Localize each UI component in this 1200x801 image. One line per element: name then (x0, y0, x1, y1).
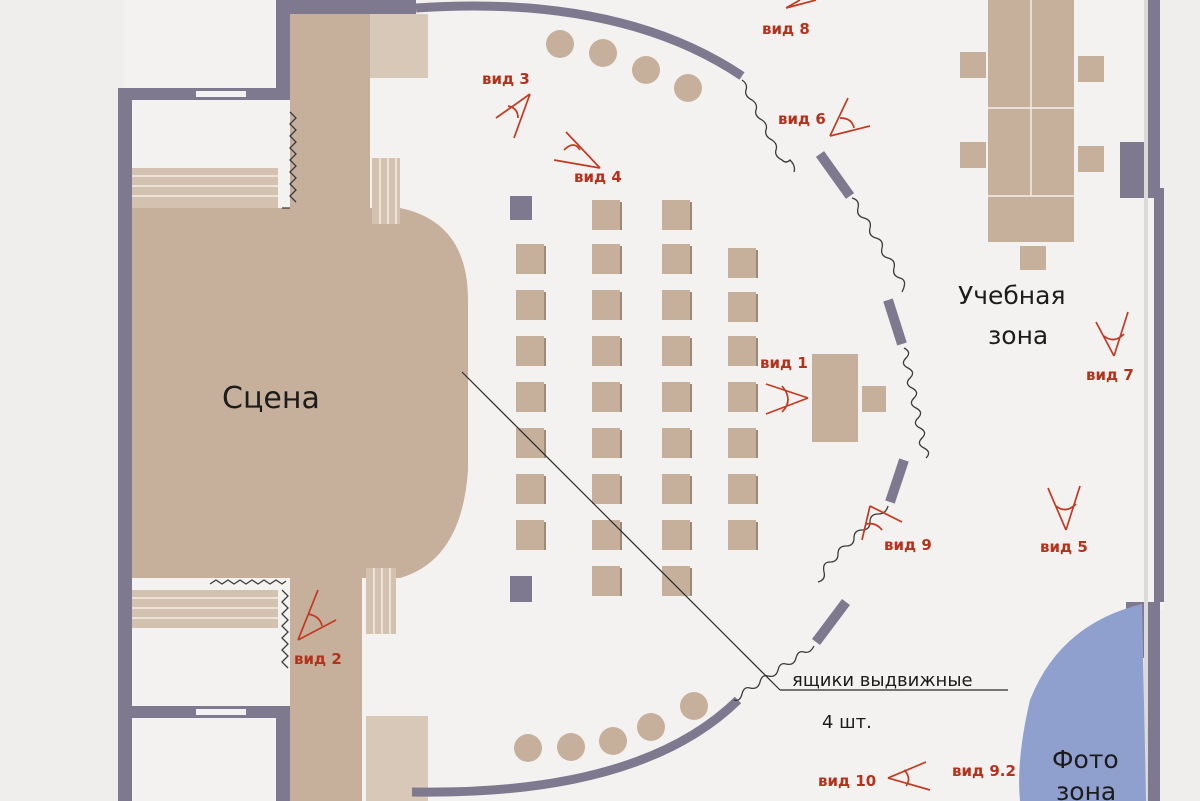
view-marker-7: вид 7 (1086, 311, 1134, 384)
audience-seat (516, 382, 544, 412)
view-marker-2: вид 2 (294, 589, 342, 668)
presenter-desk (812, 354, 886, 442)
svg-text:вид 5: вид 5 (1040, 538, 1088, 556)
column-marker-bottom (510, 576, 532, 602)
stage-side-box-bottom (366, 716, 428, 801)
stage-steps-upper (132, 158, 400, 224)
audience-seat (728, 292, 756, 322)
audience-seat (592, 566, 620, 596)
view-marker-10: вид 10 (818, 761, 931, 791)
audience-seat (728, 382, 756, 412)
stage-platform (132, 208, 468, 578)
svg-text:вид 9.2: вид 9.2 (952, 762, 1016, 780)
photo-zone-label-line2: зона (1056, 777, 1116, 801)
round-stools-bottom (514, 692, 708, 762)
view-marker-1: вид 1 (760, 354, 809, 415)
audience-seat (592, 474, 620, 504)
audience-seat (662, 200, 690, 230)
view-marker-6: вид 6 (778, 97, 871, 137)
svg-text:вид 1: вид 1 (760, 354, 808, 372)
audience-seat (592, 244, 620, 274)
view-marker-8: вид 8 (762, 0, 817, 38)
audience-seat (516, 290, 544, 320)
stage-label: Сцена (222, 381, 320, 416)
audience-seat (662, 474, 690, 504)
drawers-leader-line (461, 371, 781, 691)
stage-area: Сцена (132, 14, 468, 801)
audience-seat (516, 520, 544, 550)
svg-text:вид 7: вид 7 (1086, 366, 1134, 384)
view-marker-9-2: вид 9.2 (952, 762, 1016, 780)
audience-seat (592, 290, 620, 320)
audience-seat (516, 474, 544, 504)
audience-seat (592, 428, 620, 458)
svg-text:вид 4: вид 4 (574, 168, 622, 186)
svg-text:вид 2: вид 2 (294, 650, 342, 668)
view-marker-9: вид 9 (861, 505, 932, 554)
audience-seat (592, 336, 620, 366)
round-stools-top (546, 30, 702, 102)
study-zone-label-line1: Учебная (958, 281, 1066, 310)
audience-seat (516, 336, 544, 366)
audience-seat (516, 428, 544, 458)
view-marker-3: вид 3 (482, 70, 531, 139)
audience-seat (516, 244, 544, 274)
audience-seat (728, 248, 756, 278)
audience-seat (662, 566, 690, 596)
study-zone-tables (960, 0, 1104, 270)
audience-seat (662, 290, 690, 320)
audience-seat (728, 474, 756, 504)
audience-seat (592, 382, 620, 412)
photo-zone-label-line1: Фото (1052, 745, 1119, 774)
right-walls (1120, 0, 1164, 801)
audience-seat (662, 244, 690, 274)
svg-text:вид 8: вид 8 (762, 20, 810, 38)
audience-seat (592, 200, 620, 230)
view-marker-4: вид 4 (553, 131, 622, 186)
audience-seat (728, 520, 756, 550)
view-marker-5: вид 5 (1040, 485, 1088, 556)
hall-arc-wall (411, 1, 930, 797)
stage-steps-lower (132, 568, 396, 634)
drawers-label: ящики выдвижные (792, 670, 973, 691)
column-marker-top (510, 196, 532, 220)
audience-seat (662, 336, 690, 366)
drawers-count-label: 4 шт. (822, 712, 872, 733)
audience-seat (728, 336, 756, 366)
left-walls (118, 0, 416, 801)
svg-text:вид 3: вид 3 (482, 70, 530, 88)
svg-text:вид 9: вид 9 (884, 536, 932, 554)
stage-side-box-top (370, 14, 428, 78)
audience-seat (592, 520, 620, 550)
audience-seat (662, 428, 690, 458)
audience-seat (662, 382, 690, 412)
svg-text:вид 10: вид 10 (818, 772, 876, 790)
audience-seat (728, 428, 756, 458)
study-zone-label-line2: зона (988, 321, 1048, 350)
svg-text:вид 6: вид 6 (778, 110, 826, 128)
photo-zone-area (1019, 604, 1146, 801)
audience-seat (662, 520, 690, 550)
audience-seats (516, 200, 758, 596)
